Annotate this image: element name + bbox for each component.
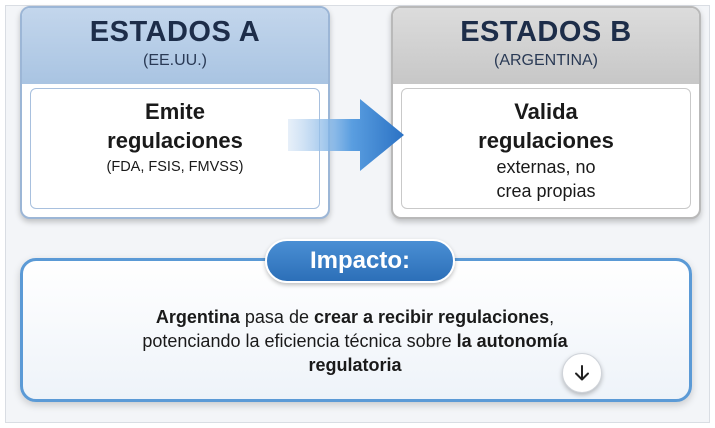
arrow-right-icon [288,99,404,171]
state-b-line4: crea propias [496,181,596,201]
state-a-line1: Emite [145,99,205,124]
state-a-subtitle: (EE.UU.) [143,52,207,69]
state-b-title: ESTADOS B [460,16,632,48]
impact-seg2: pasa de [239,307,314,327]
impact-change: crear a recibir regulaciones [313,307,550,327]
scroll-down-button[interactable] [562,353,602,393]
state-a-title: ESTADOS A [89,16,261,48]
state-b-subtitle: (ARGENTINA) [494,52,598,69]
state-a-line3: (FDA, FSIS, FMVSS) [106,159,244,175]
state-b-card: ESTADOS B (ARGENTINA) Valida regulacione… [391,6,701,219]
impact-line3: regulatoria [30,353,680,377]
impact-regulatory: regulatoria [308,355,402,375]
impact-autonomy: la autonomía [456,331,568,351]
state-b-line3: externas, no [496,157,596,177]
state-b-line1: Valida [514,99,578,124]
state-b-body: Valida regulaciones externas, no crea pr… [401,88,691,209]
state-b-header: ESTADOS B (ARGENTINA) [393,8,699,84]
impact-label: Impacto: [265,239,455,283]
state-b-line2: regulaciones [478,128,614,153]
impact-line1: Argentina pasa de crear a recibir regula… [30,305,680,329]
state-a-card: ESTADOS A (EE.UU.) Emite regulaciones (F… [20,6,330,219]
impact-text: Argentina pasa de crear a recibir regula… [30,305,680,377]
impact-seg5: potenciando la eficiencia técnica sobre [142,331,457,351]
arrow-down-icon [575,365,589,381]
state-a-body: Emite regulaciones (FDA, FSIS, FMVSS) [30,88,320,209]
state-a-header: ESTADOS A (EE.UU.) [22,8,328,84]
impact-country: Argentina [155,307,240,327]
state-a-line2: regulaciones [107,128,243,153]
impact-seg4: , [549,307,555,327]
impact-line2: potenciando la eficiencia técnica sobre … [30,329,680,353]
